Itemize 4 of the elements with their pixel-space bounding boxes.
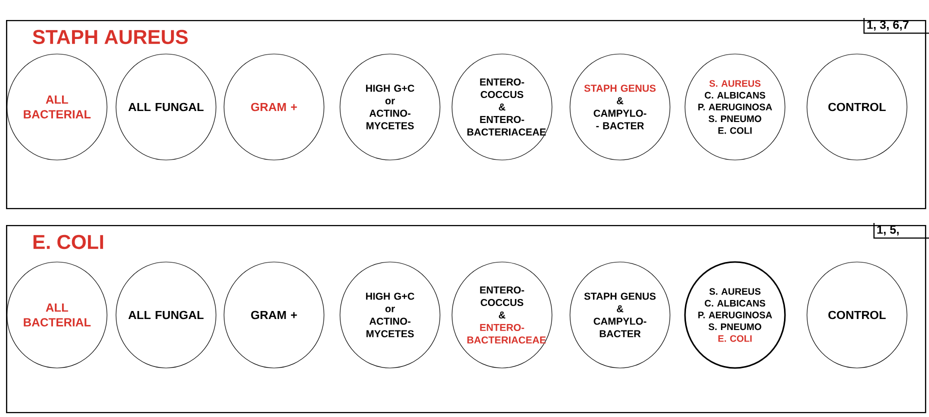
- panel: [6, 225, 926, 414]
- panel: [6, 20, 926, 210]
- panel-heading: E. COLI: [34, 234, 104, 250]
- panel-heading: STAPH AUREUS: [32, 30, 188, 44]
